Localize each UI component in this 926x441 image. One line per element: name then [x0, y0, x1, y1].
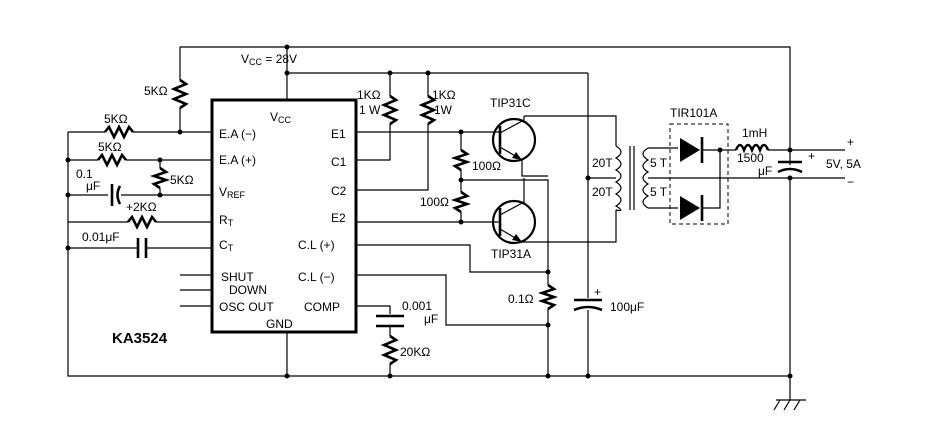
- q1-label: TIP31C: [490, 96, 531, 110]
- c-1500uf-unit: μF: [758, 164, 772, 178]
- c-1500uf-plus: +: [808, 149, 815, 163]
- r-100-b-label: 100Ω: [420, 195, 449, 209]
- r-5k-ea-plus-label: 5KΩ: [98, 140, 122, 154]
- c-1500uf: [777, 160, 803, 174]
- r-5k-top: [170, 78, 190, 110]
- ic-pin-comp: COMP: [304, 300, 340, 314]
- r-5k-vref: [149, 166, 171, 190]
- inductor-1mh: [734, 143, 770, 154]
- output-label: 5V, 5A: [826, 157, 861, 171]
- transistor-q1: [491, 116, 537, 163]
- left-ground-bus: [67, 132, 790, 377]
- c-0001uf-unit: μF: [424, 312, 438, 326]
- r-5k-ea-plus: [96, 152, 128, 168]
- ic-pin-shutdown-2: DOWN: [229, 283, 267, 297]
- c-100uf-plus: +: [594, 285, 601, 299]
- xfmr-p2-label: 20T: [592, 185, 613, 199]
- xfmr-p1-label: 20T: [592, 156, 613, 170]
- r-20k-label: 20KΩ: [400, 345, 430, 359]
- ic-body: [210, 98, 358, 334]
- r-01: [537, 283, 559, 311]
- r-2k: [126, 214, 158, 230]
- transformer: [588, 145, 650, 212]
- output-minus: −: [847, 175, 854, 189]
- r-100-b: [450, 190, 472, 214]
- vcc-rail: [179, 44, 791, 165]
- ic-pin-rt: RT: [219, 213, 234, 228]
- r-5k-top-label: 5KΩ: [144, 84, 168, 98]
- ground-symbol: [773, 399, 806, 411]
- r-1k-a-power: 1 W: [359, 103, 381, 117]
- ic-pin-c1: C1: [331, 155, 347, 169]
- diode-1: [680, 137, 704, 163]
- ic-pin-shutdown-1: SHUT: [221, 270, 254, 284]
- r-1k-a-value: 1KΩ: [357, 88, 381, 102]
- c-100uf: [573, 298, 603, 312]
- c-01uf-value: 0.1: [76, 167, 93, 181]
- diode-2: [680, 195, 704, 221]
- r-100-a-label: 100Ω: [472, 159, 501, 173]
- ic-pin-ea-plus: E.A (+): [219, 153, 256, 167]
- ic-pin-ct: CT: [219, 238, 234, 253]
- ic-pin-gnd: GND: [266, 317, 293, 331]
- diode-label: TIR101A: [670, 106, 717, 120]
- ic-pin-e2: E2: [331, 211, 346, 225]
- ic-pin-cl-minus: C.L (−): [298, 270, 335, 284]
- ic-pin-vcc: VCC: [270, 110, 292, 125]
- ic-pin-c2: C2: [331, 184, 347, 198]
- c-0001uf: [376, 314, 404, 328]
- r-100-a: [450, 148, 472, 172]
- r-5k-ea-minus-label: 5KΩ: [104, 112, 128, 126]
- vcc-label: VCC = 28V: [241, 52, 297, 67]
- r-1k-b-power: 1W: [434, 103, 453, 117]
- diode-package: [669, 123, 729, 225]
- q2-label: TIP31A: [491, 247, 531, 261]
- r-1k-b-value: 1KΩ: [432, 88, 456, 102]
- r-1k-b: [418, 94, 438, 126]
- r-1k-a: [380, 94, 400, 126]
- ic-pin-cl-plus: C.L (+): [298, 238, 335, 252]
- ic-pin-osc-out: OSC OUT: [219, 300, 274, 314]
- c-01uf-unit: μF: [86, 179, 100, 193]
- c-001uf-label: 0.01μF: [82, 230, 120, 244]
- r-20k: [380, 334, 400, 366]
- ic-name: KA3524: [112, 330, 168, 347]
- c-1500uf-value: 1500: [737, 151, 764, 165]
- r-5k-vref-label: 5KΩ: [170, 173, 194, 187]
- output-plus: +: [847, 135, 854, 149]
- r-2k-label: +2KΩ: [126, 200, 157, 214]
- c-0001uf-value: 0.001: [402, 299, 432, 313]
- c-01uf: [110, 184, 122, 206]
- c-001uf: [136, 238, 148, 258]
- ic-pin-vref: VREF: [219, 185, 246, 200]
- inductor-label: 1mH: [742, 126, 767, 140]
- transistor-q2: [491, 198, 537, 245]
- c-100uf-label: 100μF: [610, 300, 644, 314]
- r-5k-ea-minus: [103, 124, 135, 140]
- ic-pin-ea-minus: E.A (−): [219, 127, 256, 141]
- xfmr-s2-label: 5 T: [650, 185, 668, 199]
- r-01-label: 0.1Ω: [508, 292, 534, 306]
- xfmr-s1-label: 5 T: [650, 156, 668, 170]
- ic-pin-e1: E1: [331, 127, 346, 141]
